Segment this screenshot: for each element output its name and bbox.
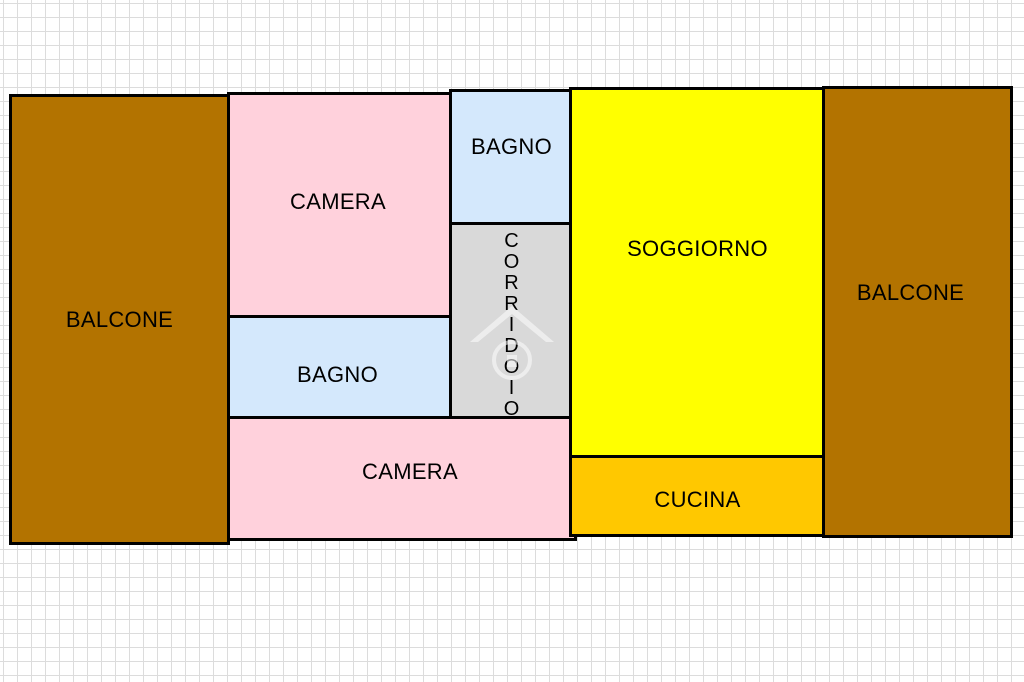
room-camera-top: CAMERA <box>227 92 453 319</box>
room-balcone-right: BALCONE <box>822 86 1013 538</box>
corridoio-letter: O <box>503 251 520 273</box>
room-label-balcone-left: BALCONE <box>65 306 174 332</box>
corridoio-letter: O <box>503 398 520 420</box>
room-label-camera-bottom: CAMERA <box>362 458 458 484</box>
room-bagno-left: BAGNO <box>227 315 453 419</box>
room-label-corridoio: C O R R I D O I O <box>452 231 571 420</box>
room-label-soggiorno: SOGGIORNO <box>627 235 768 261</box>
room-label-bagno-left: BAGNO <box>297 361 378 387</box>
room-soggiorno: SOGGIORNO <box>569 87 826 460</box>
corridoio-letter: R <box>504 293 519 315</box>
corridoio-letter: O <box>503 356 520 378</box>
corridoio-letter: I <box>508 377 515 399</box>
room-bagno-top: BAGNO <box>449 89 574 226</box>
room-cucina: CUCINA <box>569 455 826 537</box>
room-camera-bottom: CAMERA <box>227 416 577 541</box>
corridoio-letter: C <box>504 230 519 252</box>
corridoio-letter: D <box>504 335 519 357</box>
room-label-cucina: CUCINA <box>654 487 741 512</box>
room-corridoio: C O R R I D O I O <box>449 222 574 420</box>
room-label-camera-top: CAMERA <box>290 188 386 214</box>
corridoio-letter: I <box>508 314 515 336</box>
room-balcone-left: BALCONE <box>9 94 230 545</box>
corridoio-letter: R <box>504 272 519 294</box>
room-label-balcone-right: BALCONE <box>856 280 965 305</box>
room-label-bagno-top: BAGNO <box>471 134 552 159</box>
